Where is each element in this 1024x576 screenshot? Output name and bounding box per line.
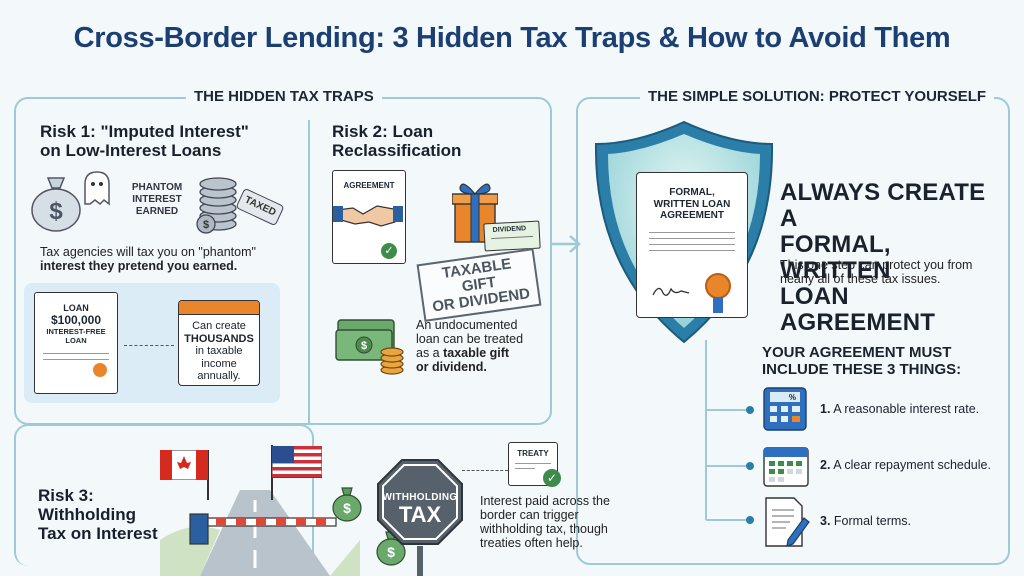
signature-icon [652,287,690,296]
agreement-document: AGREEMENT ✓ [332,170,406,264]
solution-subtext: This one step can protect you from nearl… [780,258,973,286]
withholding-tax-sign [377,459,463,545]
treaty-document: TREATY ✓ [508,442,561,487]
must-include-heading: YOUR AGREEMENT MUST INCLUDE THESE 3 THIN… [762,344,962,378]
risk1-description: Tax agencies will tax you on "phantom" i… [40,245,256,273]
risk3-title: Risk 3: Withholding Tax on Interest [38,486,158,543]
check-icon: ✓ [381,243,397,259]
sign-pole [417,546,423,576]
risk-divider [308,120,310,425]
dashed-connector-treaty [462,470,508,471]
right-section-heading: THE SIMPLE SOLUTION: PROTECT YOURSELF [640,88,995,105]
ghost-icon [84,171,110,206]
risk3-frame [14,424,314,566]
risk3-description: Interest paid across the border can trig… [480,494,610,550]
svg-text:%: % [789,393,796,402]
loan-document: LOAN $100,000 INTEREST-FREE LOAN [34,292,118,394]
cash-stack-icon: $ [335,319,404,375]
calculator-icon: % [763,387,807,431]
svg-text:$: $ [203,219,209,231]
canada-flag-icon [160,450,208,480]
withholding-sign-text: WITHHOLDING TAX [382,492,458,527]
checklist-connector [705,340,754,524]
calendar-icon [763,447,809,487]
svg-text:$: $ [361,340,367,352]
money-bag-icon: $ [31,177,81,232]
coin-stack-icon: $ [196,177,237,234]
seal-icon [705,273,731,299]
seal-icon [93,363,107,377]
svg-text:$: $ [343,500,351,516]
checklist-item-3: 3. Formal terms. [820,514,912,528]
seal-ribbon [713,297,723,313]
document-pen-icon [765,497,810,547]
risk2-description: An undocumented loan can be treated as a… [416,318,524,374]
check-icon: ✓ [543,469,561,487]
risk1-title: Risk 1: "Imputed Interest" on Low-Intere… [40,122,249,160]
money-bag-small-icon: $ [332,487,362,522]
us-flag-icon [272,446,322,478]
handshake-icon [333,205,403,227]
solution-headline: ALWAYS CREATE A FORMAL, WRITTEN LOAN AGR… [780,179,986,336]
dividend-check: DIVIDEND [483,220,541,252]
arrow-to-solution-icon [550,235,581,253]
risk2-title: Risk 2: Loan Reclassification [332,122,462,160]
checklist-item-1: 1. A reasonable interest rate. [820,402,980,416]
formal-agreement-document: FORMAL, WRITTEN LOAN AGREEMENT [636,172,748,318]
checklist-item-2: 2. A clear repayment schedule. [820,458,991,472]
svg-text:$: $ [49,198,63,225]
border-crossing-illustration [160,445,360,576]
dashed-connector [124,345,174,346]
left-section-heading: THE HIDDEN TAX TRAPS [186,88,382,105]
page-title: Cross-Border Lending: 3 Hidden Tax Traps… [73,22,951,54]
svg-text:$: $ [387,544,395,560]
calendar-card: Can create THOUSANDS in taxable income a… [178,300,260,386]
phantom-interest-label: PHANTOM INTEREST EARNED [131,182,183,217]
